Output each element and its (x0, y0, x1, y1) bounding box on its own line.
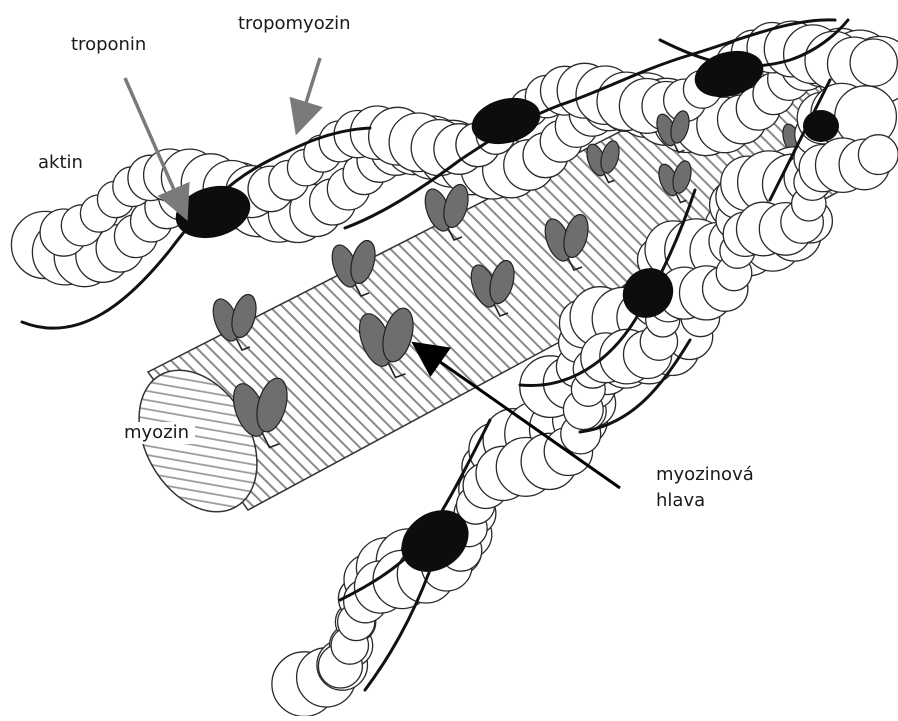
label-tropomyozin: tropomyozin (238, 13, 351, 35)
troponin-blob (803, 110, 839, 142)
tropomyozin-pointer (300, 58, 320, 122)
actin-monomer (858, 135, 898, 175)
label-myosin-head-line2: hlava (656, 488, 754, 514)
label-troponin: troponin (71, 34, 146, 56)
label-myosin-head: myozinová hlava (656, 462, 754, 514)
label-aktin: aktin (38, 152, 83, 174)
label-myozin: myozin (118, 422, 195, 444)
actin-monomer (850, 39, 897, 86)
label-myosin-head-line1: myozinová (656, 462, 754, 488)
